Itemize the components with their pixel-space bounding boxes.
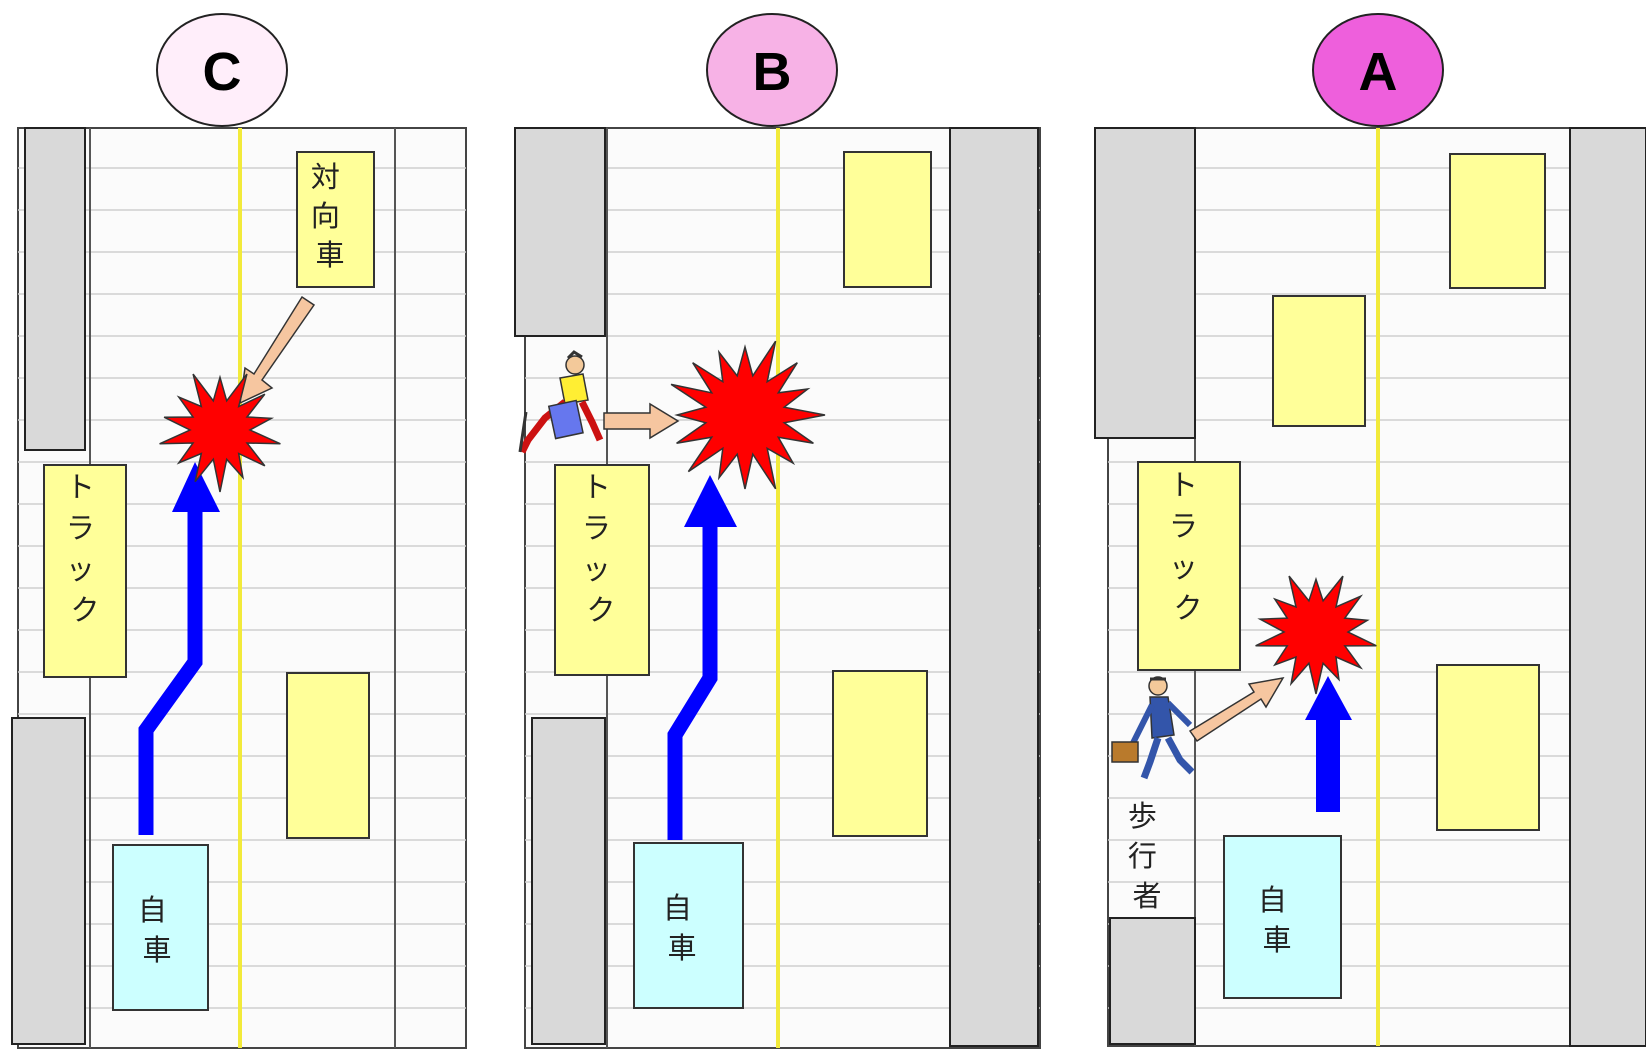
oncoming-car [1449, 153, 1546, 289]
own-car-path-arrowhead [684, 475, 737, 527]
collision-burst [1255, 575, 1377, 695]
parked-car [832, 670, 928, 837]
truck-label: ト ラ ッ ク [582, 470, 620, 627]
own-car-label: 自 車 [663, 891, 701, 965]
building [531, 717, 606, 1045]
running-person-icon [518, 350, 604, 454]
oncoming-car [1272, 295, 1366, 427]
truck [43, 464, 127, 678]
parked-car [286, 672, 370, 839]
badge-c-label: C [203, 42, 242, 102]
panel-a: ト ラ ッ ク 自 車 歩 行 [1094, 13, 1646, 1047]
own-car-label: 自 車 [138, 893, 176, 967]
own-car [633, 842, 744, 1009]
pedestrian-path-arrow [1188, 676, 1285, 743]
badge-b-label: B [753, 42, 792, 102]
building [1109, 917, 1196, 1045]
badge-a [1312, 13, 1444, 127]
own-car-path-arrow [138, 510, 203, 835]
building [11, 717, 86, 1045]
pedestrian-label: 歩 行 者 [1128, 799, 1166, 913]
truck-label: ト ラ ッ ク [1169, 468, 1207, 625]
badge-c [156, 13, 288, 127]
badge-a-label: A [1359, 42, 1398, 102]
truck [554, 464, 650, 676]
panel-b: ト ラ ッ ク 自 車 B [514, 13, 1041, 1049]
own-car-path-arrowhead [172, 462, 220, 512]
parked-car [1436, 664, 1540, 831]
building [24, 127, 86, 451]
collision-burst [159, 373, 281, 493]
collision-burst [670, 340, 826, 490]
own-car [1223, 835, 1342, 999]
own-car-path-arrow [667, 525, 718, 840]
truck [1137, 461, 1241, 671]
building [949, 127, 1039, 1047]
truck-label: ト ラ ッ ク [66, 470, 104, 627]
panel-c: ト ラ ッ ク 対 向 車 自 車 C [11, 13, 467, 1049]
oncoming-car-label: 対 向 車 [311, 160, 349, 272]
badge-b [706, 13, 838, 127]
building [514, 127, 606, 337]
runner-path-arrow [603, 402, 680, 440]
oncoming-car [843, 151, 932, 288]
building [1094, 127, 1196, 439]
walking-businessman-icon [1111, 676, 1195, 780]
own-car-label: 自 車 [1258, 883, 1296, 957]
building [1569, 127, 1646, 1047]
oncoming-car [296, 151, 375, 288]
own-car-path-arrowhead [1305, 676, 1352, 720]
own-car [112, 844, 209, 1011]
oncoming-car-path-arrow [239, 295, 316, 405]
